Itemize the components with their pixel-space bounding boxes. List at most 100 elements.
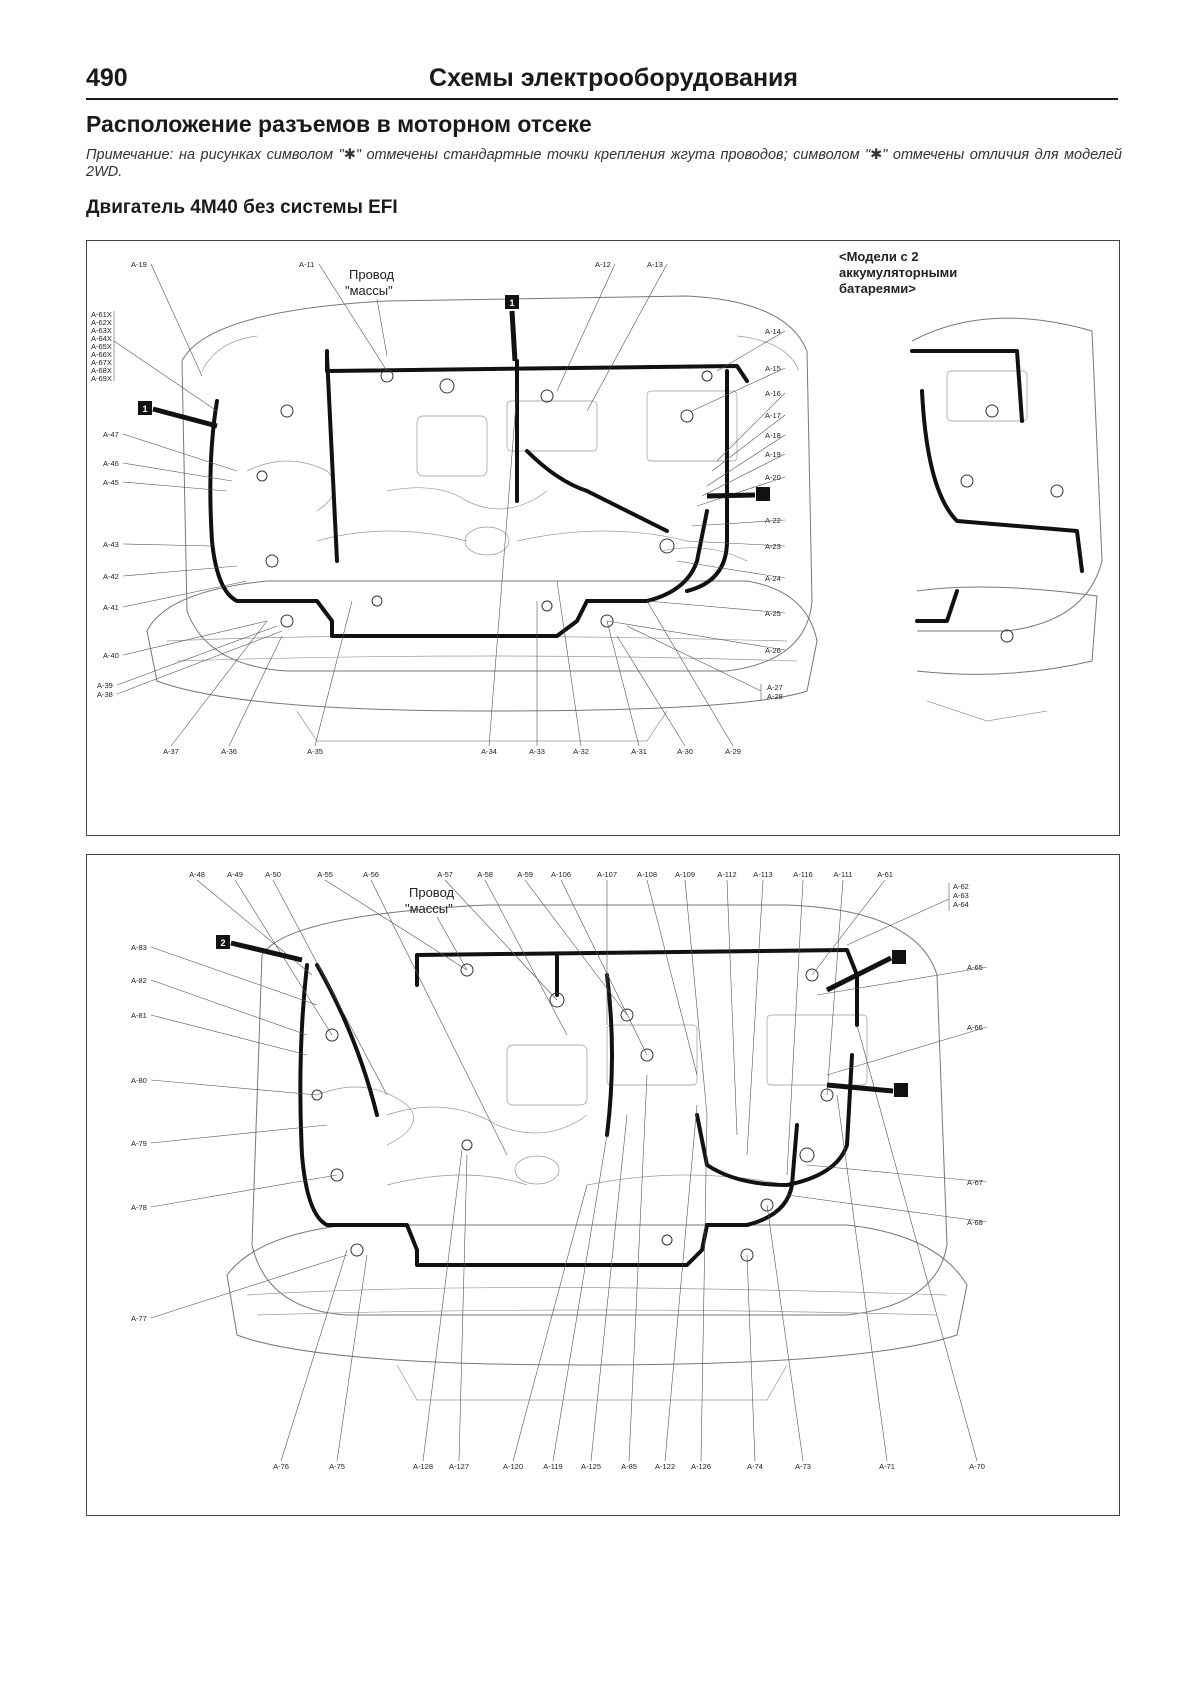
leader-line <box>646 879 698 1076</box>
marker-box <box>138 401 152 415</box>
leader-line <box>318 263 388 372</box>
ground-wire-label: "массы" <box>405 901 453 916</box>
marker-pointer <box>230 940 303 963</box>
connector-label: A-42 <box>103 572 119 581</box>
connector-label: A-38 <box>97 690 113 699</box>
connector-label: A-66 <box>967 1023 983 1032</box>
leader-line <box>436 916 468 971</box>
leader-line <box>280 1249 348 1462</box>
leader-line <box>170 620 268 747</box>
connector-label: A-67 <box>967 1178 983 1187</box>
connector-label: A-37 <box>163 747 179 756</box>
ground-wire-label: Провод <box>349 267 395 282</box>
ground-wire-label: "массы" <box>345 283 393 298</box>
leader-line <box>606 620 640 747</box>
connector-label: A-75 <box>329 1462 345 1471</box>
note-text: Примечание: на рисунках символом "✱" отм… <box>86 147 1122 180</box>
leader-line <box>766 1204 804 1462</box>
leader-line <box>556 580 582 747</box>
leader-line <box>726 879 738 1136</box>
marker-pointer <box>509 310 518 362</box>
connector-label: A-113 <box>753 870 772 879</box>
connector-label: A-43 <box>103 540 119 549</box>
leader-line <box>484 879 568 1036</box>
connector-label: A-12 <box>595 260 611 269</box>
connector-label: A-85 <box>621 1462 637 1471</box>
leader-line <box>512 1184 588 1462</box>
leader-line <box>370 879 508 1156</box>
connector-label: A-76 <box>273 1462 289 1471</box>
leader-line <box>524 879 628 1016</box>
running-head: Схемы электрооборудования <box>429 64 798 92</box>
connector-label: A-35 <box>307 747 323 756</box>
leader-line <box>616 635 686 747</box>
connector-label: A-109 <box>675 870 695 879</box>
connector-label: A-31 <box>631 747 647 756</box>
connector-label: A-19 <box>765 450 781 459</box>
connector-label: A-58 <box>477 870 493 879</box>
leader-line <box>706 434 786 487</box>
connector-label: A-33 <box>529 747 545 756</box>
marker-pointer <box>706 492 756 499</box>
connector-label: A-39 <box>97 681 113 690</box>
connectors <box>311 963 834 1262</box>
marker-box <box>894 1083 908 1097</box>
connector-label: A-78 <box>131 1203 147 1212</box>
leader-line <box>628 1074 648 1462</box>
marker-box <box>756 487 770 501</box>
leader-line <box>691 519 786 527</box>
leader-line <box>746 1254 756 1462</box>
page-number: 490 <box>86 64 128 92</box>
leader-line <box>150 1254 348 1319</box>
leader-line <box>716 330 786 372</box>
header-rule <box>86 98 1118 100</box>
leader-line <box>150 263 203 377</box>
leader-line <box>150 979 308 1036</box>
group-label: A-63X <box>91 326 112 335</box>
leader-line <box>786 1194 988 1223</box>
connector-label: A-46 <box>103 459 119 468</box>
connector-label: A-120 <box>503 1462 523 1471</box>
leader-line <box>150 946 318 1006</box>
group-label: A-64X <box>91 334 112 343</box>
connector-label: A-30 <box>677 747 693 756</box>
leader-line <box>122 543 213 547</box>
connector-label: A-13 <box>647 260 663 269</box>
top-engine-diagram: A-61XA-62XA-63XA-64XA-65XA-66XA-67XA-68X… <box>91 249 1114 756</box>
connector-label: A-45 <box>103 478 119 487</box>
connector-label: A-80 <box>131 1076 147 1085</box>
leader-line <box>586 263 668 412</box>
connector-label: A-125 <box>581 1462 601 1471</box>
leader-line <box>826 1026 988 1076</box>
leader-line <box>122 620 268 656</box>
connector-label: A-18 <box>765 431 781 440</box>
leader-line <box>646 600 786 614</box>
connector-label: A-48 <box>189 870 205 879</box>
leader-line <box>122 433 238 472</box>
connector-label: A-70 <box>969 1462 985 1471</box>
connector-label: A-82 <box>131 976 147 985</box>
group-label: A-67X <box>91 358 112 367</box>
marker-box <box>892 950 906 964</box>
subheading: Двигатель 4M40 без системы EFI <box>86 197 398 218</box>
inset-caption: аккумуляторными <box>839 265 957 280</box>
marker-pointer <box>826 1082 894 1094</box>
leader-line <box>552 1134 608 1462</box>
inset-caption: батареями> <box>839 281 916 296</box>
connector-label: A-19 <box>131 260 147 269</box>
leader-line <box>664 1104 698 1462</box>
leader-line <box>272 879 388 1096</box>
leader-line <box>560 879 648 1056</box>
connector-label: A-56 <box>363 870 379 879</box>
connector-label: A-41 <box>103 603 119 612</box>
leader-line <box>488 390 518 747</box>
leader-line <box>150 1014 308 1056</box>
leader-line <box>700 1114 708 1462</box>
connector-label: A-34 <box>481 747 497 756</box>
connector-label: A-119 <box>543 1462 562 1471</box>
connector-label: A-57 <box>437 870 453 879</box>
group-label: A-64 <box>953 900 969 909</box>
connector-label: A-15 <box>765 364 781 373</box>
leader-line <box>836 1094 888 1462</box>
